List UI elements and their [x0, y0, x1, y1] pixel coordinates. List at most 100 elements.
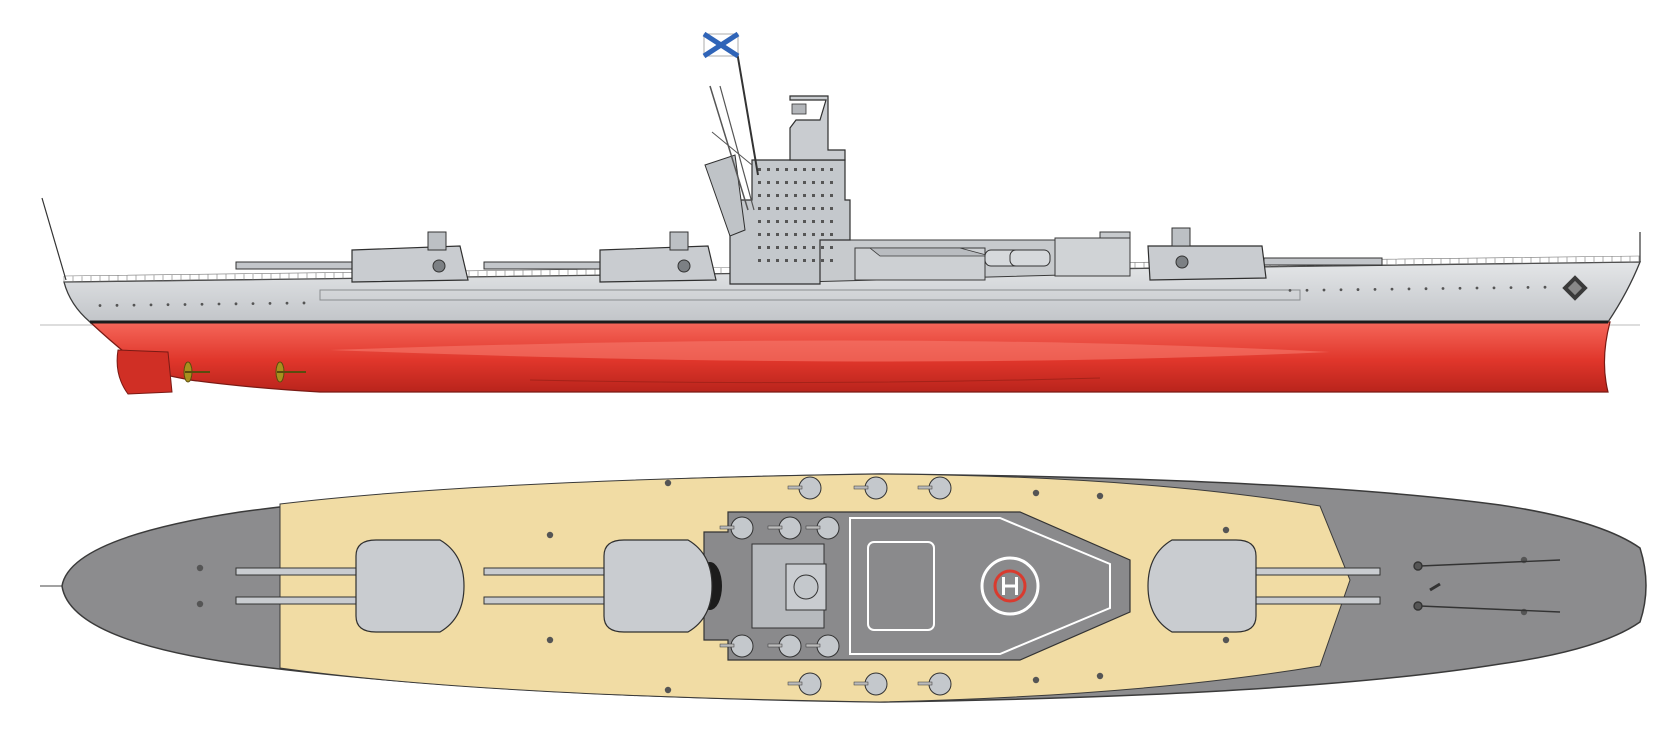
bridge-window — [812, 233, 815, 236]
bridge-window — [776, 220, 779, 223]
turret-a-side — [235, 231, 469, 283]
secondary-mount — [798, 476, 822, 500]
armor-belt-line — [319, 289, 1301, 301]
bridge-window — [785, 246, 788, 249]
secondary-barrel — [853, 681, 869, 686]
gun-barrel — [1243, 596, 1381, 605]
porthole — [1441, 287, 1445, 290]
bridge-window — [812, 259, 815, 262]
bridge-window — [812, 194, 815, 197]
gun-barrel — [483, 567, 617, 576]
turret-b-side — [483, 231, 717, 283]
bridge-window — [767, 259, 770, 262]
bridge-window — [776, 233, 779, 236]
bridge-window — [812, 181, 815, 184]
gun-barrel — [235, 596, 369, 605]
bridge-window — [794, 233, 797, 236]
porthole — [302, 301, 306, 305]
porthole — [1373, 287, 1377, 291]
turret-a-top — [235, 539, 465, 633]
deck-fitting — [664, 479, 672, 487]
porthole — [1475, 286, 1479, 290]
bridge-window — [767, 220, 770, 223]
bridge-window — [821, 168, 824, 171]
bridge-window — [758, 246, 761, 249]
bridge-window — [794, 259, 797, 262]
secondary-barrel — [853, 485, 869, 490]
bridge-window — [821, 194, 824, 197]
porthole — [1288, 289, 1292, 292]
bridge-window — [803, 194, 806, 197]
bridge-window — [830, 220, 833, 223]
bridge-window — [812, 246, 815, 249]
propeller-icon — [275, 361, 306, 383]
bridge-window — [758, 259, 761, 262]
conning-top — [789, 95, 846, 161]
secondary-mount — [778, 634, 802, 658]
bridge-window — [830, 233, 833, 236]
deck-fitting — [196, 564, 204, 572]
forward-funnel — [704, 154, 746, 237]
portholes — [98, 285, 1547, 307]
secondary-barrel — [719, 643, 735, 648]
porthole — [1356, 288, 1360, 291]
porthole — [1339, 288, 1343, 292]
bridge-window — [794, 194, 797, 197]
bridge-window — [776, 181, 779, 184]
deck-fitting — [546, 531, 554, 539]
secondary-barrel — [767, 525, 783, 530]
bridge-window — [803, 168, 806, 171]
bridge-window — [776, 259, 779, 262]
secondary-mount — [864, 672, 888, 696]
secondary-mount — [928, 672, 952, 696]
deck-fittings — [196, 479, 1528, 694]
helipad-icon — [980, 556, 1040, 616]
secondary-mount — [928, 476, 952, 500]
director — [793, 574, 819, 600]
bridge-window — [794, 220, 797, 223]
gun-barrel — [235, 261, 357, 270]
porthole — [115, 303, 119, 307]
bridge-window — [767, 168, 770, 171]
bridge-window — [803, 220, 806, 223]
porthole — [1305, 288, 1309, 292]
porthole — [251, 302, 255, 305]
bridge-window — [767, 233, 770, 236]
porthole — [1509, 286, 1513, 290]
jack-staff — [41, 197, 67, 281]
secondary-mount — [798, 672, 822, 696]
bridge-window — [803, 259, 806, 262]
porthole — [234, 302, 238, 306]
deck-fitting — [1222, 636, 1230, 644]
rangefinder — [791, 103, 807, 115]
bridge-window — [830, 259, 833, 262]
bridge-window — [830, 246, 833, 249]
deck-fitting — [546, 636, 554, 644]
secondary-mount — [778, 516, 802, 540]
porthole — [183, 303, 187, 306]
bridge-window — [830, 207, 833, 210]
bridge-window — [758, 194, 761, 197]
bridge-window — [812, 207, 815, 210]
secondary-barrel — [787, 681, 803, 686]
bridge-window — [803, 233, 806, 236]
secondary-barrel — [787, 485, 803, 490]
bridge-window — [776, 246, 779, 249]
turret-c-top — [1147, 539, 1381, 633]
deck-fitting — [1096, 672, 1104, 680]
bridge-window — [821, 181, 824, 184]
mast-brace — [709, 85, 749, 211]
secondary-mount — [816, 634, 840, 658]
secondary-barrel — [917, 681, 933, 686]
bridge-window — [785, 181, 788, 184]
bridge-window — [785, 194, 788, 197]
mast-brace — [719, 85, 755, 211]
secondary-mount — [816, 516, 840, 540]
bridge-window — [794, 246, 797, 249]
bridge-window — [758, 220, 761, 223]
bridge-window — [758, 207, 761, 210]
bridge-window — [830, 181, 833, 184]
secondary-barrel — [805, 643, 821, 648]
secondary-mount — [864, 476, 888, 500]
